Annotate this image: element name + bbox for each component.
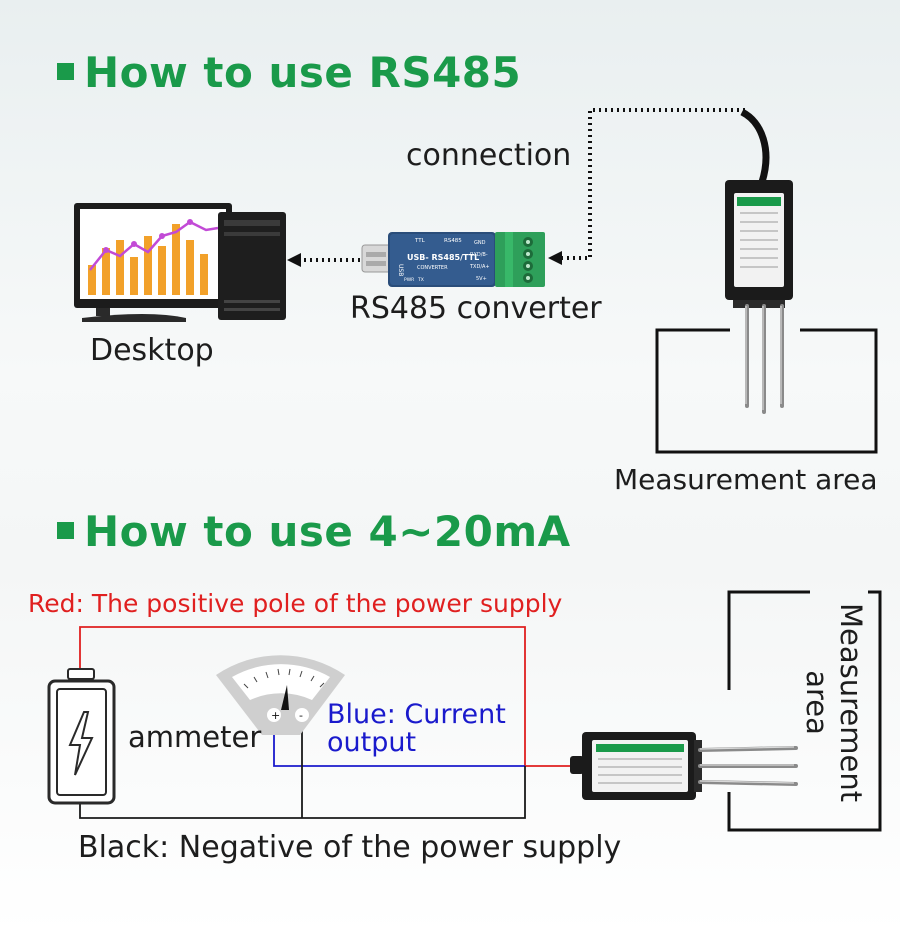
converter-tx-text: TX xyxy=(417,277,424,283)
ma-measurement-box xyxy=(727,590,810,690)
converter-label: RS485 converter xyxy=(350,291,602,326)
ammeter-icon xyxy=(216,655,345,735)
rs485-title-text: How to use RS485 xyxy=(84,48,522,97)
converter-pwr-text: PWR xyxy=(404,277,414,283)
converter-usb-text: USB xyxy=(397,264,404,276)
rs485-section-title: How to use RS485 xyxy=(57,48,521,97)
blue-label-line1: Blue: Current xyxy=(327,699,506,730)
converter-pin-label: GND xyxy=(474,240,486,246)
measurement-label-line1: Measurement xyxy=(834,603,868,803)
ma-measurement-box-lower xyxy=(727,590,882,832)
desktop-arrow-icon xyxy=(287,253,301,267)
converter-pin-label: 5V+ xyxy=(476,276,487,282)
ma-measurement-area-label: Measurement area xyxy=(800,603,868,802)
connection-dotted-line xyxy=(560,108,745,260)
connection-label: connection xyxy=(406,138,572,173)
sensor-cable xyxy=(740,108,770,184)
blue-wire xyxy=(273,720,525,767)
battery-icon xyxy=(47,668,116,805)
ma-diagram: + - xyxy=(47,590,882,832)
red-wire-label: Red: The positive pole of the power supp… xyxy=(28,589,563,618)
ma-section-title: How to use 4~20mA xyxy=(57,507,571,556)
converter-rs485-text: RS485 xyxy=(444,238,462,244)
soil-sensor-rs485 xyxy=(725,180,793,414)
converter-pin-label: RXD/B- xyxy=(470,252,488,258)
title-bullet-icon xyxy=(57,63,74,80)
desktop-computer xyxy=(74,203,286,322)
title-bullet-icon xyxy=(57,522,74,539)
rs485-measurement-box xyxy=(655,328,878,454)
blue-label-line2: output xyxy=(327,727,417,758)
rs485-converter-device xyxy=(361,232,545,287)
desktop-label: Desktop xyxy=(90,333,214,368)
converter-sub-text: CONVERTER xyxy=(417,265,448,271)
red-wire xyxy=(79,626,582,767)
connection-arrow-icon xyxy=(548,251,562,265)
converter-main-text: USB- RS485/TTL xyxy=(407,253,479,262)
black-wire-label: Black: Negative of the power supply xyxy=(78,830,622,865)
measurement-label-line2: area xyxy=(800,670,834,735)
blue-wire-label: Blue: Current output xyxy=(327,701,506,757)
converter-pin-label: TXD/A+ xyxy=(469,264,490,270)
converter-ttl-text: TTL xyxy=(414,238,426,244)
ma-title-text: How to use 4~20mA xyxy=(84,507,571,556)
ammeter-label: ammeter xyxy=(128,720,262,754)
ammeter-plus-sign: + xyxy=(271,709,280,722)
soil-sensor-ma xyxy=(570,732,798,800)
ammeter-minus-sign: - xyxy=(299,709,303,722)
rs485-diagram: USB TTL RS485 USB- RS485/TTL CONVERTER P… xyxy=(74,108,878,454)
measurement-area-label: Measurement area xyxy=(614,463,878,496)
